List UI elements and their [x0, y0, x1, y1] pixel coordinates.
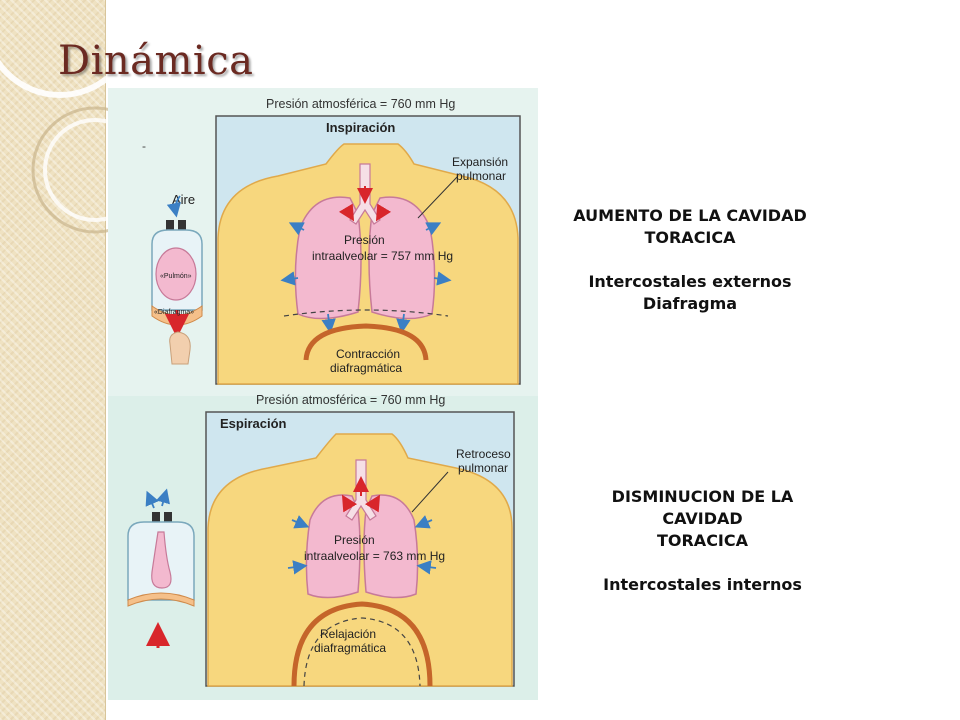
inspiration-atm-pressure: Presión atmosférica = 760 mm Hg — [266, 97, 455, 111]
expiration-heading: Espiración — [220, 416, 287, 431]
expiration-caption: DISMINUCION DE LA CAVIDAD TORACICA Inter… — [570, 486, 835, 596]
inspiration-torso — [217, 143, 519, 385]
expiration-caption-line-2: CAVIDAD — [662, 509, 743, 528]
inspiration-caption: AUMENTO DE LA CAVIDAD TORACICA Intercost… — [545, 205, 835, 315]
expiration-label-relajacion-1: Relajación — [320, 627, 376, 641]
inspiration-label-expansion-2: pulmonar — [456, 169, 506, 183]
inspiration-label-contraccion-1: Contracción — [336, 347, 400, 361]
expiration-label-presion: Presión — [334, 533, 375, 547]
expiration-label-retroceso-1: Retroceso — [456, 447, 511, 461]
inspiration-label-expansion-1: Expansión — [452, 155, 508, 169]
slide-title: Dinámica — [58, 38, 254, 84]
inspiration-label-contraccion-2: diafragmática — [330, 361, 402, 375]
expiration-diaphragm — [291, 601, 433, 687]
expiration-caption-line-1: DISMINUCION DE LA — [611, 487, 794, 506]
inspiration-caption-line-3: Intercostales externos — [588, 272, 792, 291]
inspiration-label-presion: Presión — [344, 233, 385, 247]
expiration-atm-pressure: Presión atmosférica = 760 mm Hg — [256, 393, 445, 407]
inspiration-label-intraalveolar: intraalveolar = 757 mm Hg — [312, 249, 453, 263]
expiration-caption-line-3: TORACICA — [656, 531, 749, 550]
inspiration-caption-line-4: Diafragma — [642, 294, 738, 313]
model-label-pulmon: «Pulmón» — [160, 273, 192, 280]
inspiration-caption-line-1: AUMENTO DE LA CAVIDAD — [573, 206, 807, 225]
expiration-label-retroceso-2: pulmonar — [458, 461, 508, 475]
inspiration-caption-line-2: TORACICA — [644, 228, 736, 247]
expiration-label-intraalveolar: intraalveolar = 763 mm Hg — [304, 549, 445, 563]
model-label-diafragma: «Diafragma» — [154, 309, 194, 316]
inspiration-panel: Presión atmosférica = 760 mm Hg Inspirac… — [142, 97, 521, 385]
bell-jar-model-inspiration — [151, 220, 203, 365]
inspiration-left-lung — [294, 196, 362, 320]
inspiration-diaphragm — [303, 323, 429, 361]
expiration-caption-line-4: Intercostales internos — [603, 575, 802, 594]
expiration-right-lung — [363, 494, 419, 599]
expiration-label-relajacion-2: diafragmática — [314, 641, 386, 655]
inspiration-heading: Inspiración — [326, 120, 395, 135]
breathing-diagram: Presión atmosférica = 760 mm Hg Inspirac… — [108, 88, 538, 700]
bell-jar-model-expiration — [127, 488, 195, 648]
expiration-left-lung — [305, 494, 361, 599]
expiration-panel: Presión atmosférica = 760 mm Hg Espiraci… — [127, 393, 515, 687]
inspiration-dash: - — [142, 139, 146, 153]
